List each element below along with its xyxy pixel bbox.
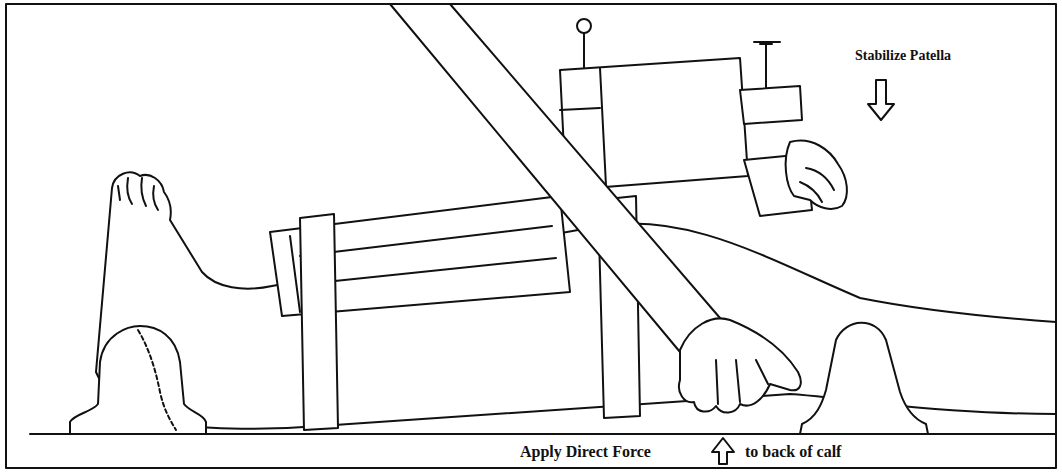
toe-lines — [118, 178, 158, 210]
annotation-label: to back of calf — [745, 443, 841, 461]
frame-border — [6, 4, 1056, 468]
finger-lines — [800, 168, 834, 202]
dial-knob — [577, 19, 591, 33]
force-arrow-up — [712, 438, 734, 464]
finger-lines — [716, 360, 768, 404]
examiner-arm — [390, 4, 720, 352]
dial-stem — [583, 30, 585, 68]
knee-support — [800, 323, 928, 434]
annotation-label: Apply Direct Force — [520, 443, 651, 461]
heel-support — [70, 326, 206, 434]
examiner-hand — [679, 318, 801, 412]
heel-hidden-line — [138, 330, 176, 430]
force-arrow-down — [868, 80, 894, 120]
handle — [740, 42, 802, 124]
stabilizing-hand — [786, 141, 847, 209]
annotation-label: Stabilize Patella — [855, 48, 951, 64]
strap — [300, 214, 338, 430]
